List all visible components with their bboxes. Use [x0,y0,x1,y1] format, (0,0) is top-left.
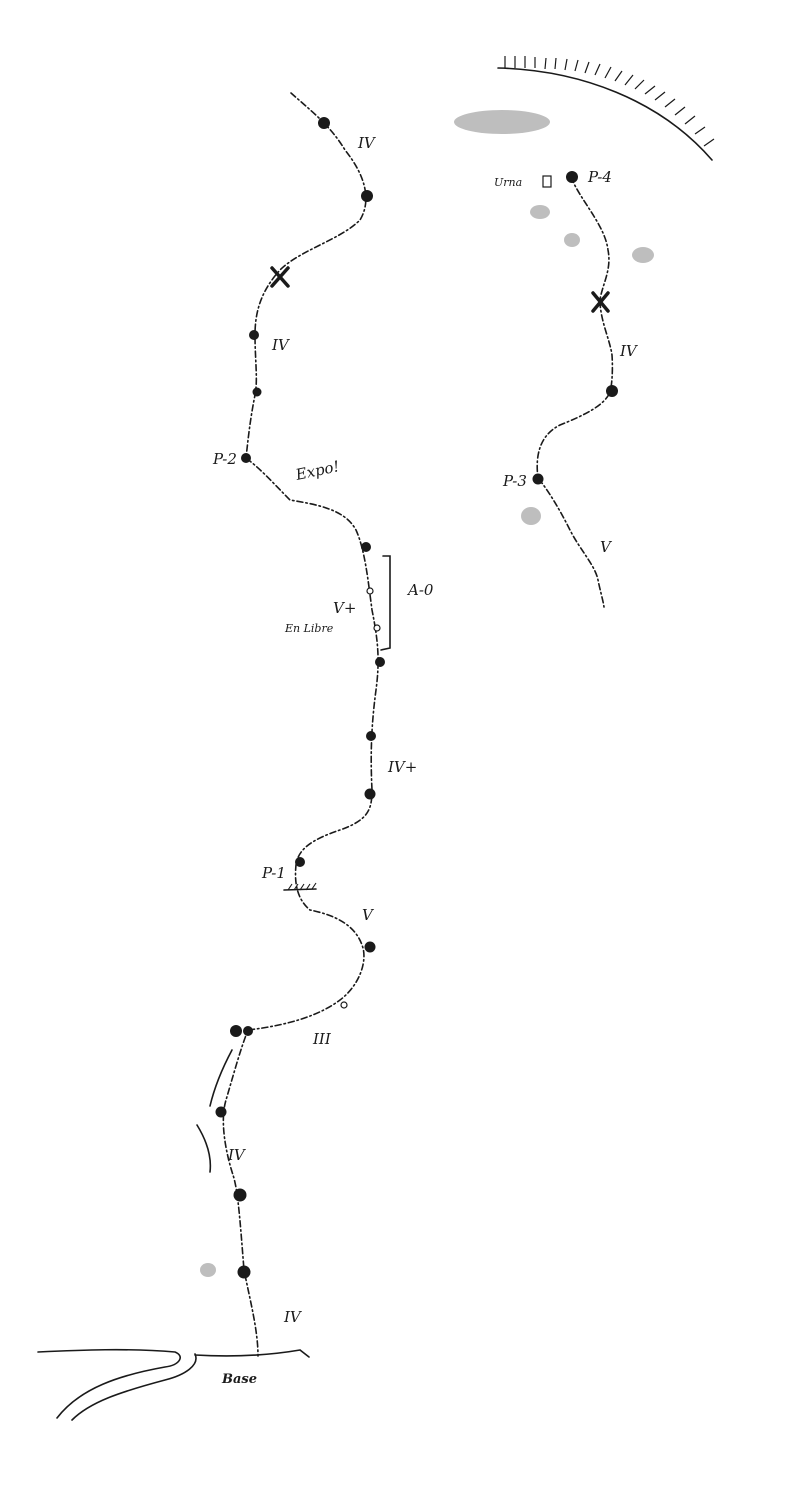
grade-label: IV [271,336,291,354]
route-line-upper [536,176,614,608]
vegetation-patches [200,110,654,1277]
grade-label: IV+ [387,758,417,776]
grade-label: V+ [333,599,356,617]
flake-lines [196,1049,233,1173]
bolts [215,117,618,1279]
base-terrain [37,1348,310,1421]
aid-grade-label: A-0 [406,581,434,599]
belay-label-p4: P-4 [587,168,612,186]
route-line-lower [222,92,379,1357]
belay-ledge-p1 [283,882,317,891]
urna-box [542,175,552,188]
pitons [340,587,381,1009]
aid-bracket [380,555,391,651]
grade-label: IV [619,342,639,360]
grade-label: IV [227,1146,247,1164]
base-label: Base [221,1372,257,1387]
grade-label: IV [283,1308,303,1326]
summit-ridge [497,56,715,161]
crux-marks [270,266,610,313]
grade-label: V [362,906,375,924]
grade-label: V [600,538,613,556]
grade-label: III [312,1030,332,1048]
urna-label: Urna [494,176,522,189]
grade-label: IV [357,134,377,152]
expo-label: Expo! [293,457,341,484]
belay-label-p3: P-3 [502,472,527,490]
belay-label-p2: P-2 [212,450,237,468]
en-libre-label: En Libre [284,622,334,635]
belay-label-p1: P-1 [261,864,286,882]
